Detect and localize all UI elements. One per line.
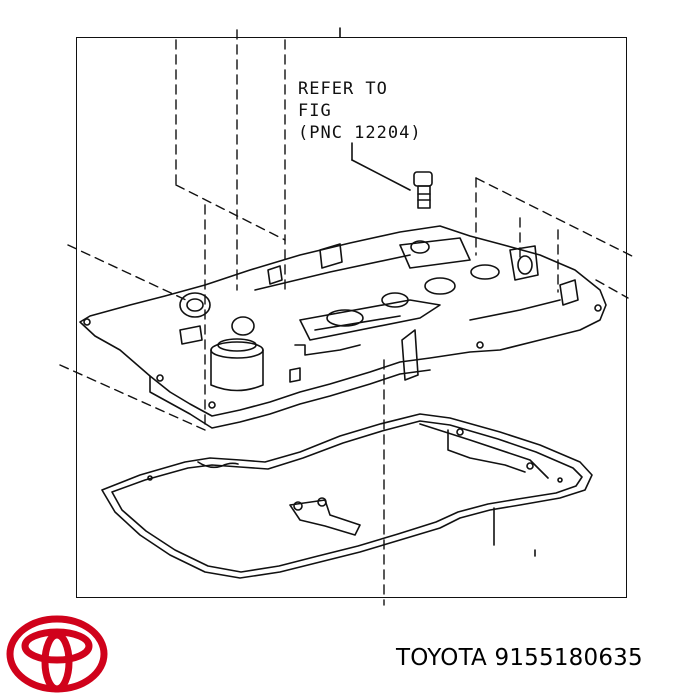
brand-name: TOYOTA xyxy=(396,645,487,671)
cylinder-head-cover xyxy=(79,225,607,429)
pcv-valve-part xyxy=(413,171,433,209)
refer-note-line-3: (PNC 12204) xyxy=(298,123,422,143)
refer-note-line-1: REFER TO xyxy=(298,79,388,99)
part-caption: TOYOTA 9155180635 xyxy=(396,645,643,671)
diagram-frame xyxy=(76,37,627,598)
sensor-leader-diag xyxy=(351,159,411,191)
refer-note-line-2: FIG xyxy=(298,101,332,121)
toyota-logo-icon xyxy=(6,615,108,693)
part-number: 9155180635 xyxy=(494,645,643,671)
head-cover-gasket xyxy=(101,413,593,579)
leader-lines xyxy=(59,29,637,606)
